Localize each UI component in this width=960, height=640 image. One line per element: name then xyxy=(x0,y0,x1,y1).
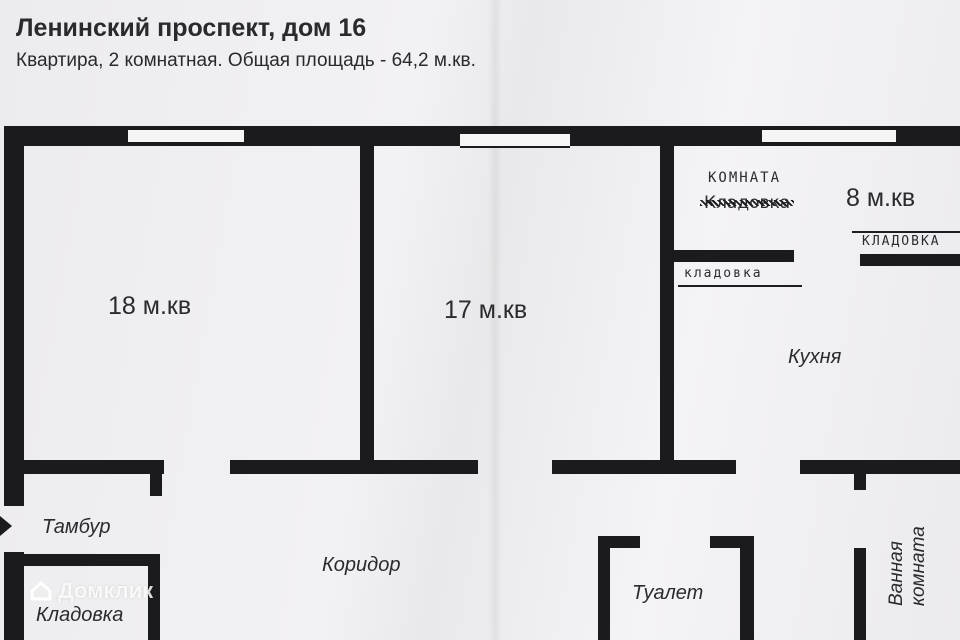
page-subtitle: Квартира, 2 комнатная. Общая площадь - 6… xyxy=(16,50,476,71)
wall-h-2 xyxy=(230,460,478,474)
wall-bath-stub xyxy=(854,472,866,490)
room-18-area: 18 м.кв xyxy=(108,292,192,320)
toilet-label: Туалет xyxy=(632,582,704,604)
bathroom-label: Ванная комната xyxy=(886,526,930,606)
crossed-out-storage: Кладовка xyxy=(699,193,795,213)
wall-left-lower xyxy=(4,552,24,640)
wall-storage-b xyxy=(860,254,960,266)
window-2 xyxy=(460,132,570,148)
storage-left-line xyxy=(678,285,802,287)
wall-h-4 xyxy=(800,460,960,474)
wall-h-1 xyxy=(4,460,164,474)
bathroom-label-line1: Ванная xyxy=(886,541,907,606)
handwritten-storage-left: кладовка xyxy=(684,266,763,281)
wall-left xyxy=(4,126,24,506)
room-8-area: 8 м.кв xyxy=(846,184,916,212)
handwritten-room-note: КОМНАТА xyxy=(708,170,782,186)
wall-h-3 xyxy=(552,460,736,474)
corridor-label: Коридор xyxy=(322,554,401,576)
window-3 xyxy=(762,128,896,144)
wall-vestibule-stub xyxy=(150,472,162,496)
window-1 xyxy=(128,128,244,144)
domclick-watermark: Домклик xyxy=(30,578,153,604)
paper-fold xyxy=(488,0,502,640)
wall-room2-kitchen xyxy=(660,146,674,462)
room-17-area: 17 м.кв xyxy=(444,296,528,324)
storage-right-underline xyxy=(852,231,960,233)
house-logo-icon xyxy=(30,580,52,601)
wall-storage-a xyxy=(672,250,794,262)
wall-toilet-right xyxy=(740,536,754,640)
storage-label: Кладовка xyxy=(36,604,124,626)
page-title: Ленинский проспект, дом 16 xyxy=(16,14,367,42)
wall-toilet-top-a xyxy=(598,536,640,548)
kitchen-label: Кухня xyxy=(788,346,842,368)
wall-bath-left xyxy=(854,548,866,640)
entrance-arrow-icon xyxy=(0,516,12,536)
watermark-text: Домклик xyxy=(58,578,154,603)
wall-room1-room2 xyxy=(360,146,374,462)
bathroom-label-line2: комната xyxy=(908,526,929,606)
wall-storage-right xyxy=(148,554,160,640)
wall-toilet-left xyxy=(598,536,610,640)
handwritten-storage-right: КЛАДОВКА xyxy=(862,234,941,249)
vestibule-label: Тамбур xyxy=(42,516,111,538)
wall-storage-top xyxy=(4,554,160,566)
